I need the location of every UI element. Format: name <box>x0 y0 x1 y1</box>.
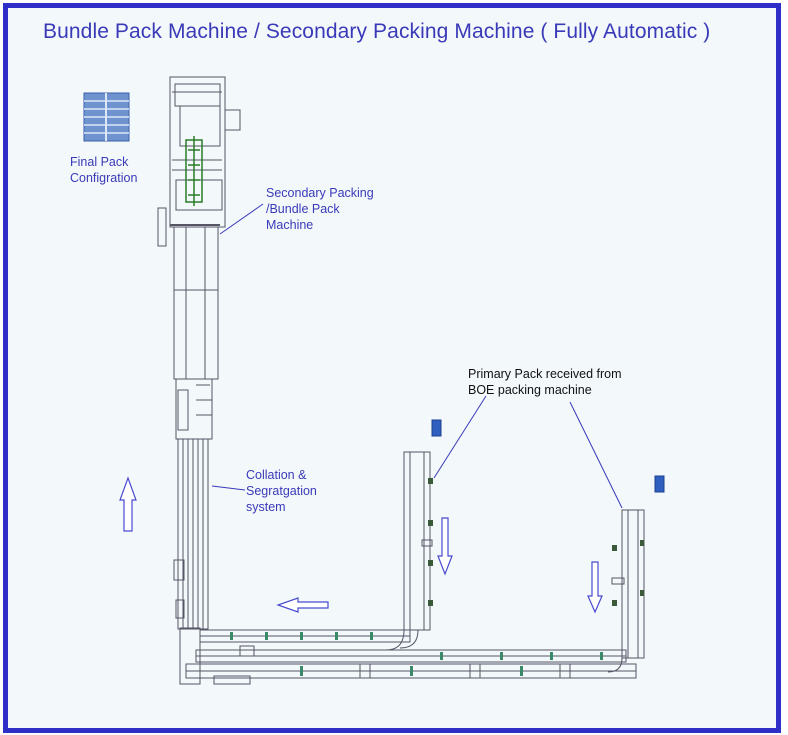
bottom-transfer-conveyor <box>179 627 637 685</box>
final-pack-image <box>83 92 130 142</box>
conveyor-rollers <box>230 632 603 676</box>
primary-leader-line-1 <box>433 395 487 479</box>
infeed-conveyor-1 <box>385 451 433 651</box>
secondary-leader-line <box>219 203 264 235</box>
collation-leader-line <box>211 485 246 491</box>
final-pack-label: Final Pack Configration <box>70 155 138 185</box>
bundle-pack-machine-head <box>157 76 241 247</box>
primary-pack-box-1 <box>431 419 442 437</box>
primary-pack-box-2 <box>654 475 665 493</box>
collation-label: Collation & Segratgation system <box>246 468 317 514</box>
machine-gear-detail <box>185 136 203 206</box>
infeed-1-rollers <box>428 478 433 606</box>
collation-segregation-system <box>173 438 209 630</box>
down-flow-arrow-2 <box>587 561 603 614</box>
page-title: Bundle Pack Machine / Secondary Packing … <box>43 20 711 43</box>
down-flow-arrow-1 <box>437 517 453 576</box>
primary-leader-line-2 <box>569 401 623 509</box>
left-flow-arrow <box>276 597 329 613</box>
primary-pack-label: Primary Pack received from BOE packing m… <box>468 367 622 397</box>
secondary-machine-label: Secondary Packing /Bundle Pack Machine <box>266 186 374 232</box>
infeed-2-rollers <box>612 540 644 606</box>
up-flow-arrow <box>119 476 137 532</box>
vertical-conveyor <box>173 226 219 440</box>
diagram-frame <box>3 3 781 733</box>
infeed-conveyor-2 <box>607 509 645 673</box>
